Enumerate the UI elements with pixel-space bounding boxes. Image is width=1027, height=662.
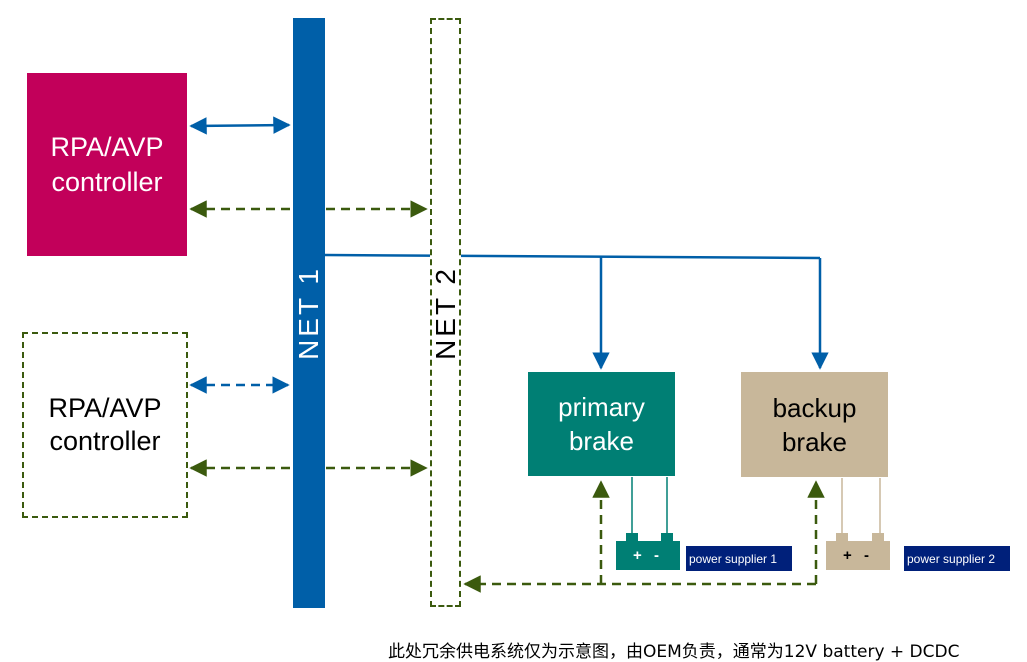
controller-label-line1: RPA/AVP: [50, 131, 164, 162]
backup-brake-line1: backup: [772, 392, 857, 423]
power-supplier-1-label: power supplier 1: [686, 546, 792, 571]
battery1-icon: + -: [616, 541, 680, 570]
controller-label-line2: controller: [51, 166, 163, 197]
net1-label: NET 1: [293, 266, 324, 360]
power-supplier-2-label: power supplier 2: [904, 546, 1010, 571]
backup-brake: backup brake: [741, 372, 888, 477]
primary-brake: primary brake: [528, 372, 675, 476]
primary-brake-line2: brake: [568, 426, 635, 456]
battery1-terminal-minus: [661, 533, 673, 541]
battery2-terminals: + -: [843, 547, 873, 564]
primary-brake-line1: primary: [558, 392, 645, 422]
net2-bus: NET 2: [430, 18, 461, 607]
footnote: 此处冗余供电系统仅为示意图，由OEM负责，通常为12V battery + DC…: [388, 642, 960, 662]
battery1-terminal-plus: [626, 533, 638, 541]
backup-brake-line2: brake: [781, 426, 848, 457]
rpa-avp-controller-primary: RPA/AVP controller: [27, 73, 187, 256]
battery2-icon: + -: [826, 541, 890, 570]
controller-label-line2: controller: [49, 426, 161, 456]
net2-label: NET 2: [429, 265, 461, 360]
battery2-terminal-minus: [872, 533, 884, 541]
net1-to-brakes-bus: [324, 253, 821, 260]
net1-bus: NET 1: [293, 18, 325, 608]
rpa-avp-controller-redundant: RPA/AVP controller: [22, 332, 188, 518]
ctrl1-net1-link: [189, 116, 291, 135]
battery2-terminal-plus: [836, 533, 848, 541]
battery1-terminals: + -: [633, 547, 663, 564]
controller-label-line1: RPA/AVP: [48, 393, 162, 423]
